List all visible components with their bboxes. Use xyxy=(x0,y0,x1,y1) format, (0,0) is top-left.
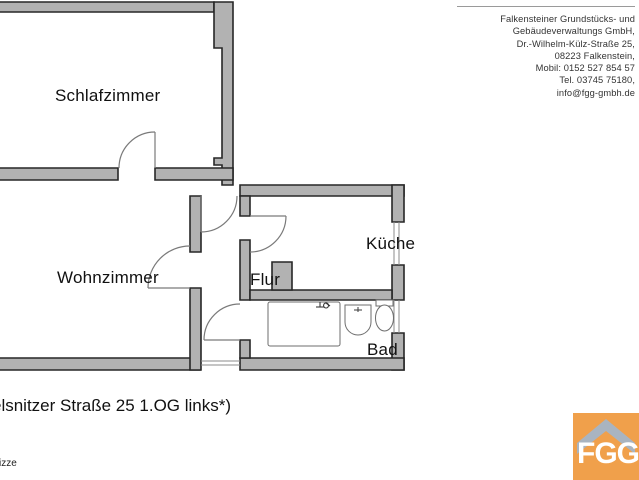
door-arc-bathroom xyxy=(203,303,241,341)
wall-bottom-right-block xyxy=(239,357,405,371)
roof-shape xyxy=(577,419,635,454)
room-label-bedroom: Schlafzimmer xyxy=(55,86,161,105)
wall-divider-bedroom-living xyxy=(0,167,119,181)
doors xyxy=(118,131,287,341)
contact-line-phone: Tel. 03745 75180, xyxy=(559,75,635,86)
contact-line-mobile: Mobil: 0152 527 854 57 xyxy=(535,63,635,74)
room-label-hallway: Flur xyxy=(250,270,281,289)
wall-right-left-block xyxy=(213,1,234,186)
bathroom-fixtures xyxy=(267,299,394,347)
wall-hall-lower xyxy=(189,287,202,371)
floor-plan-drawing xyxy=(0,1,405,371)
sketch-note: kizze xyxy=(0,458,17,469)
contact-line-street: Dr.-Wilhelm-Külz-Straße 25, xyxy=(516,38,635,49)
contact-block: Falkensteiner Grundstücks- und Gebäudeve… xyxy=(455,6,635,99)
wall-top-left-block xyxy=(0,1,215,13)
toilet-bowl xyxy=(375,304,394,332)
room-label-bathroom: Bad xyxy=(367,340,398,359)
contact-divider xyxy=(457,6,635,7)
room-label-living-room: Wohnzimmer xyxy=(57,268,159,287)
wall-divider-kitchen-bath xyxy=(249,289,393,301)
room-label-kitchen: Küche xyxy=(366,234,416,253)
logo-roof-icon xyxy=(577,419,635,454)
address-caption: elsnitzer Straße 25 1.OG links*) xyxy=(0,396,232,415)
contact-line-email: info@fgg-gmbh.de xyxy=(556,87,635,98)
logo-text: FGG xyxy=(577,437,639,470)
wall-left-right-block-upper xyxy=(239,239,251,301)
door-arc-hall-north xyxy=(200,195,238,233)
bathtub-faucet-icon xyxy=(316,302,331,309)
contact-line-company-1: Falkensteiner Grundstücks- und xyxy=(500,14,635,24)
wall-hall-upper xyxy=(189,195,202,253)
walls xyxy=(0,1,405,371)
bathtub xyxy=(267,301,341,347)
wall-pillar-kitchen xyxy=(271,261,293,291)
fgg-logo: FGG xyxy=(573,413,639,480)
floor-plan: Schlafzimmer Wohnzimmer Flur Küche Bad xyxy=(0,1,416,371)
contact-line-city: 08223 Falkenstein, xyxy=(554,50,635,61)
wall-right-pier-mid xyxy=(391,264,405,301)
contact-line-company-2: Gebäudeverwaltungs GmbH, xyxy=(512,26,635,37)
sink-tap-icon xyxy=(354,307,362,312)
door-arc-kitchen xyxy=(249,215,287,253)
door-arc-living xyxy=(147,245,191,289)
wall-top-right-block xyxy=(239,184,405,197)
windows xyxy=(201,222,400,366)
wall-left-right-block-lower xyxy=(239,339,251,359)
sink xyxy=(344,304,372,336)
wall-divider-bedroom-living-right xyxy=(154,167,234,181)
wall-right-pier-top xyxy=(391,184,405,223)
wall-bottom-left-block xyxy=(0,357,201,371)
wall-kitchen-door-jamb xyxy=(239,195,251,217)
door-arc-bedroom xyxy=(118,131,156,169)
